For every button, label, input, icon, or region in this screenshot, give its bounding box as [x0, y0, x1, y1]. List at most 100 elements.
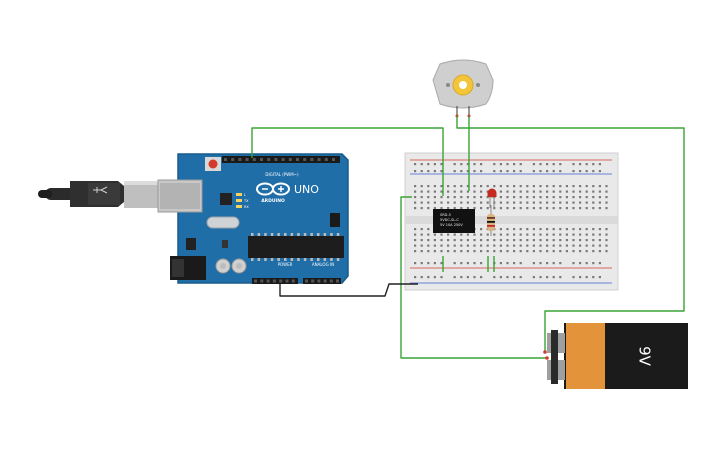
breadboard-hole — [473, 170, 476, 173]
breadboard-hole — [532, 196, 535, 199]
breadboard-hole — [565, 233, 568, 236]
breadboard-hole — [559, 228, 562, 231]
breadboard-hole — [486, 196, 489, 199]
breadboard-hole — [539, 190, 542, 193]
header-hole — [291, 279, 295, 283]
breadboard-hole — [499, 244, 502, 247]
chip-pin — [336, 258, 340, 261]
breadboard-hole — [539, 250, 542, 253]
breadboard-hole — [506, 207, 509, 210]
analog-header[interactable] — [303, 278, 341, 284]
breadboard-hole — [427, 262, 430, 265]
breadboard-hole — [499, 170, 502, 173]
wires[interactable] — [251, 116, 685, 360]
chip-pin — [257, 233, 261, 236]
breadboard-hole — [532, 190, 535, 193]
led-tx — [236, 199, 242, 202]
breadboard-hole — [579, 244, 582, 247]
breadboard-hole — [499, 163, 502, 166]
wire-gnd[interactable] — [279, 283, 418, 297]
breadboard-hole — [493, 244, 496, 247]
breadboard-hole — [433, 239, 436, 242]
wire-breadboard-to-battery[interactable] — [400, 196, 547, 359]
breadboard-hole — [559, 170, 562, 173]
breadboard-hole — [552, 185, 555, 188]
breadboard-hole — [513, 250, 516, 253]
header-hole — [310, 158, 314, 161]
chip-pin — [251, 258, 254, 261]
wire-pin13-to-relay[interactable] — [251, 127, 444, 196]
breadboard-hole — [598, 233, 601, 236]
battery-9v[interactable]: 9V — [547, 323, 688, 389]
breadboard-hole — [519, 239, 522, 242]
header-hole — [324, 158, 328, 161]
breadboard-hole — [579, 250, 582, 253]
chip-pin — [284, 233, 287, 236]
breadboard-hole — [480, 170, 483, 173]
breadboard-hole — [565, 250, 568, 253]
breadboard-hole — [513, 276, 516, 279]
usb-cable[interactable] — [38, 181, 158, 208]
breadboard-hole — [519, 163, 522, 166]
breadboard-hole — [572, 276, 575, 279]
breadboard-hole — [480, 201, 483, 204]
breadboard-hole — [526, 228, 529, 231]
breadboard-hole — [506, 228, 509, 231]
chip-pin — [330, 233, 333, 236]
breadboard-hole — [440, 185, 443, 188]
wire-motor-to-battery[interactable] — [456, 116, 685, 352]
breadboard-hole — [565, 196, 568, 199]
breadboard-hole — [539, 170, 542, 173]
breadboard-hole — [585, 244, 588, 247]
header-hole — [231, 158, 235, 161]
breadboard-hole — [572, 228, 575, 231]
breadboard-hole — [532, 163, 535, 166]
breadboard-hole — [598, 190, 601, 193]
breadboard-hole — [605, 185, 608, 188]
dc-motor[interactable] — [432, 59, 494, 118]
breadboard-hole — [473, 233, 476, 236]
red-led[interactable] — [487, 188, 497, 209]
digital-header[interactable] — [222, 156, 340, 163]
breadboard-hole — [539, 233, 542, 236]
header-hole — [245, 158, 249, 161]
breadboard-hole — [453, 163, 456, 166]
breadboard-hole — [473, 244, 476, 247]
breadboard-hole — [552, 196, 555, 199]
breadboard-hole — [480, 250, 483, 253]
breadboard-hole — [532, 239, 535, 242]
breadboard-hole — [579, 276, 582, 279]
breadboard-hole — [414, 190, 417, 193]
breadboard-hole — [532, 185, 535, 188]
breadboard-hole — [480, 239, 483, 242]
breadboard-hole — [453, 170, 456, 173]
breadboard-hole — [499, 190, 502, 193]
breadboard-hole — [526, 190, 529, 193]
breadboard-hole — [493, 207, 496, 210]
breadboard-hole — [565, 190, 568, 193]
breadboard-hole — [433, 190, 436, 193]
breadboard-hole — [499, 207, 502, 210]
breadboard-hole — [592, 244, 595, 247]
breadboard-hole — [552, 244, 555, 247]
breadboard-hole — [539, 276, 542, 279]
breadboard-hole — [592, 262, 595, 265]
breadboard-hole — [440, 170, 443, 173]
breadboard-hole — [480, 276, 483, 279]
breadboard-hole — [460, 196, 463, 199]
relay-module[interactable]: SRD-5 5VDC-SL-C 5V 10A 250V — [433, 209, 475, 233]
resistor[interactable] — [487, 205, 495, 236]
header-hole — [274, 158, 278, 161]
breadboard-hole — [473, 196, 476, 199]
breadboard-hole — [460, 201, 463, 204]
breadboard-hole — [427, 233, 430, 236]
breadboard-hole — [486, 239, 489, 242]
breadboard-hole — [592, 190, 595, 193]
breadboard-hole — [585, 170, 588, 173]
chip-pin — [310, 258, 313, 261]
arduino-uno-board[interactable]: L TX RX DIGITAL (PWM~) UNO ARDUINO POWER… — [157, 153, 349, 284]
breadboard-hole — [480, 233, 483, 236]
breadboard-hole — [420, 201, 423, 204]
breadboard-hole — [414, 250, 417, 253]
